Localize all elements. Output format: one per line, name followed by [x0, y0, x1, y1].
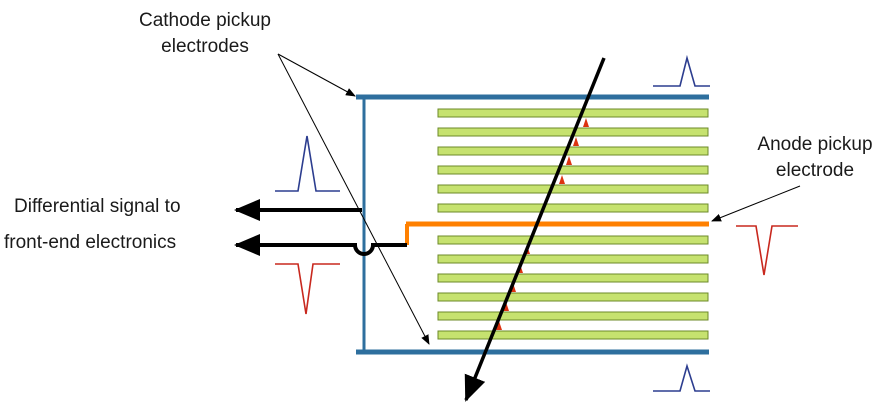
glass-plate	[437, 254, 709, 264]
avalanche-icon	[559, 175, 565, 184]
cathode-pointer-top	[277, 53, 356, 97]
cathode-pointer-bottom	[277, 53, 430, 345]
glass-plate	[437, 165, 709, 175]
glass-plate	[437, 235, 709, 245]
lower-glass-plates	[437, 235, 709, 340]
cathode-pickup-label: Cathode pickup electrodes	[95, 8, 315, 60]
glass-plate	[437, 273, 709, 283]
glass-plate	[437, 108, 709, 118]
glass-plate	[437, 184, 709, 194]
positive-pulse-top-right	[653, 54, 710, 87]
avalanche-icon	[573, 137, 579, 146]
front-end-electronics-label: front-end electronics	[4, 232, 177, 253]
cathode-label-line1: Cathode pickup	[138, 10, 272, 31]
glass-plate	[437, 330, 709, 340]
anode-label-line1: Anode pickup	[757, 134, 873, 155]
glass-plate	[437, 311, 709, 321]
differential-signal-label: Differential signal to	[14, 196, 181, 217]
glass-plate	[437, 203, 709, 213]
glass-plate	[437, 146, 709, 156]
negative-pulse-right	[736, 225, 798, 276]
anode-pickup-label: Anode pickup electrode	[735, 132, 893, 184]
positive-pulse-bottom-right	[653, 363, 710, 392]
upper-glass-plates	[437, 108, 709, 213]
anode-label-line2: electrode	[775, 160, 855, 181]
anode-pointer	[711, 185, 801, 222]
avalanche-icon	[583, 118, 589, 127]
negative-pulse-left	[275, 263, 340, 315]
anode-signal-wire	[234, 234, 407, 256]
glass-plate	[437, 292, 709, 302]
avalanche-icon	[566, 156, 572, 165]
cathode-label-line2: electrodes	[161, 36, 249, 57]
positive-pulse-left	[275, 135, 340, 192]
avalanche-icon	[496, 321, 502, 330]
particle-track	[464, 57, 606, 402]
